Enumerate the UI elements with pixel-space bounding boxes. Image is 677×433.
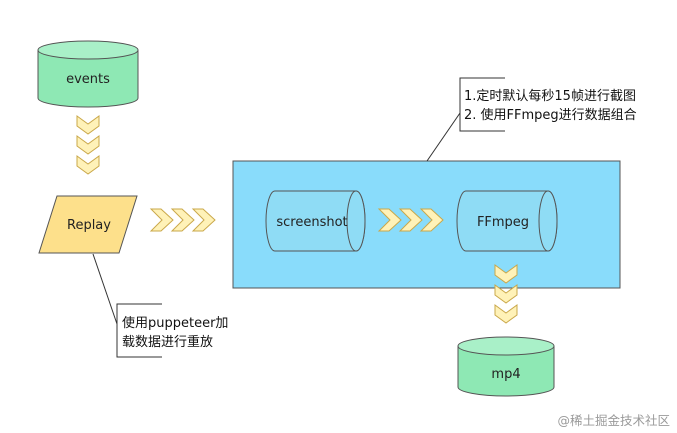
mp4-cylinder-body [457,346,555,397]
events-cylinder-body [37,50,139,108]
replay-parallelogram [38,195,138,254]
mp4-cylinder-top [457,336,555,356]
chevron-right-icon [170,208,195,232]
chevron-right-icon [398,208,423,232]
replay-note-bracket [116,303,162,358]
arrow-ffmpeg-to-mp4 [494,264,518,324]
screenshot-cylinder: screenshot [265,190,366,252]
ffmpeg-label: FFmpeg [477,215,529,230]
chevron-down-icon [76,135,100,155]
chevron-right-icon [419,208,444,232]
replay-note-connector [92,253,118,325]
events-cylinder-top [37,40,139,60]
replay-note: 使用puppeteer加 载数据进行重放 [116,303,228,358]
arrow-replay-to-container [149,208,216,232]
ffmpeg-cylinder-end [538,190,558,252]
replay-note-line-2: 载数据进行重放 [122,334,213,350]
mp4-cylinder: mp4 [457,336,555,397]
capture-note-line-2: 2. 使用FFmpeg进行数据组合 [464,107,637,123]
chevron-right-icon [191,208,216,232]
chevron-down-icon [494,304,518,324]
arrow-screenshot-to-ffmpeg [377,208,444,232]
capture-note-bracket [459,77,505,132]
ffmpeg-cylinder: FFmpeg [456,190,558,252]
chevron-down-icon [76,115,100,135]
chevron-right-icon [377,208,402,232]
replay-label: Replay [67,218,111,233]
capture-note-connector [426,112,461,162]
capture-note: 1.定时默认每秒15帧进行截图 2. 使用FFmpeg进行数据组合 [459,77,637,132]
events-label: events [66,72,110,87]
events-cylinder: events [37,40,139,108]
mp4-label: mp4 [491,367,520,382]
replay-node: Replay [38,195,138,254]
chevron-down-icon [494,284,518,304]
chevron-down-icon [76,155,100,175]
chevron-down-icon [494,264,518,284]
replay-note-line-1: 使用puppeteer加 [122,315,228,331]
capture-note-line-1: 1.定时默认每秒15帧进行截图 [464,88,636,104]
screenshot-label: screenshot [276,215,347,230]
watermark: @稀土掘金技术社区 [557,413,670,428]
screenshot-cylinder-end [346,190,366,252]
arrow-events-to-replay [76,115,100,175]
chevron-right-icon [149,208,174,232]
